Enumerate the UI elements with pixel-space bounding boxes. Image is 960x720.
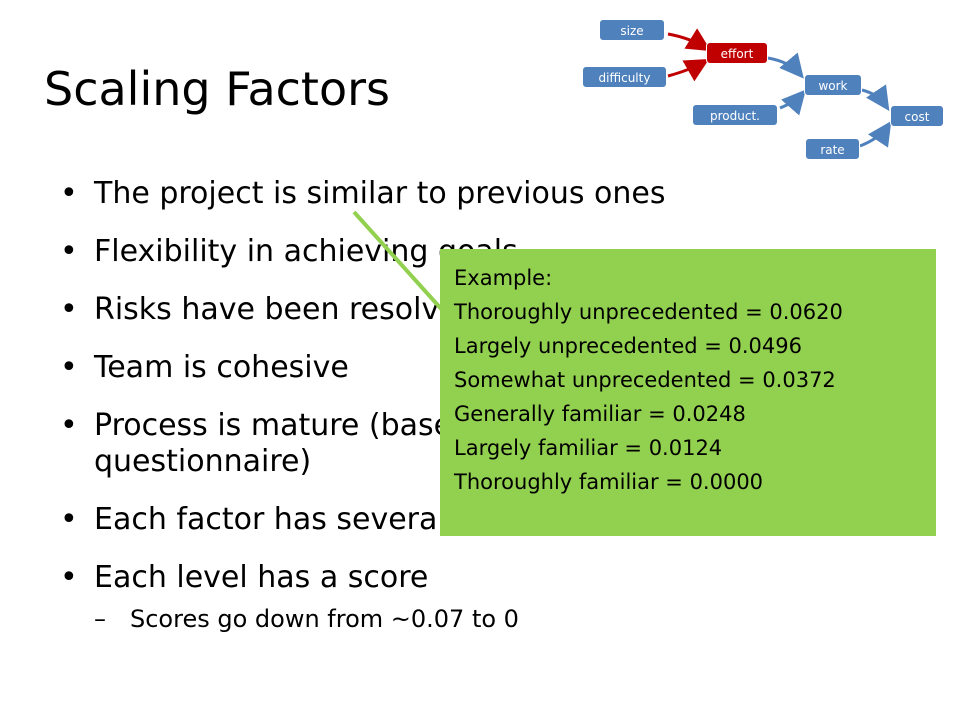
bullet-item: Each level has a score [60, 560, 940, 596]
callout-line: Largely unprecedented = 0.0496 [454, 334, 802, 358]
arrow-size-effort [667, 28, 712, 52]
node-product: product. [692, 104, 778, 126]
arrow-product-work [779, 89, 806, 116]
node-size: size [599, 19, 665, 41]
bullet-text-continued: questionnaire) [94, 444, 312, 479]
example-callout: Example: Thoroughly unprecedented = 0.06… [440, 249, 936, 536]
node-cost: cost [890, 105, 944, 127]
node-effort: effort [706, 42, 768, 64]
node-difficulty: difficulty [582, 66, 667, 88]
node-work: work [804, 74, 862, 96]
arrow-rate-cost [859, 121, 892, 148]
callout-line: Largely familiar = 0.0124 [454, 436, 723, 460]
callout-line: Thoroughly familiar = 0.0000 [454, 470, 764, 494]
arrow-difficulty-effort [667, 59, 710, 82]
flow-diagram [667, 28, 892, 148]
sub-bullet-item: Scores go down from ~0.07 to 0 [60, 604, 940, 634]
bullet-item: Team is cohesive [60, 350, 940, 386]
node-rate: rate [805, 138, 860, 160]
arrow-effort-work [767, 52, 804, 79]
callout-line: Thoroughly unprecedented = 0.0620 [454, 300, 843, 324]
bullet-item: Risks have been resolved [60, 292, 940, 328]
slide-title: Scaling Factors [44, 62, 390, 116]
arrow-work-cost [861, 84, 890, 111]
callout-line: Example: [454, 266, 553, 290]
callout-line: Generally familiar = 0.0248 [454, 402, 746, 426]
bullet-item: The project is similar to previous ones [60, 176, 940, 212]
callout-line: Somewhat unprecedented = 0.0372 [454, 368, 836, 392]
